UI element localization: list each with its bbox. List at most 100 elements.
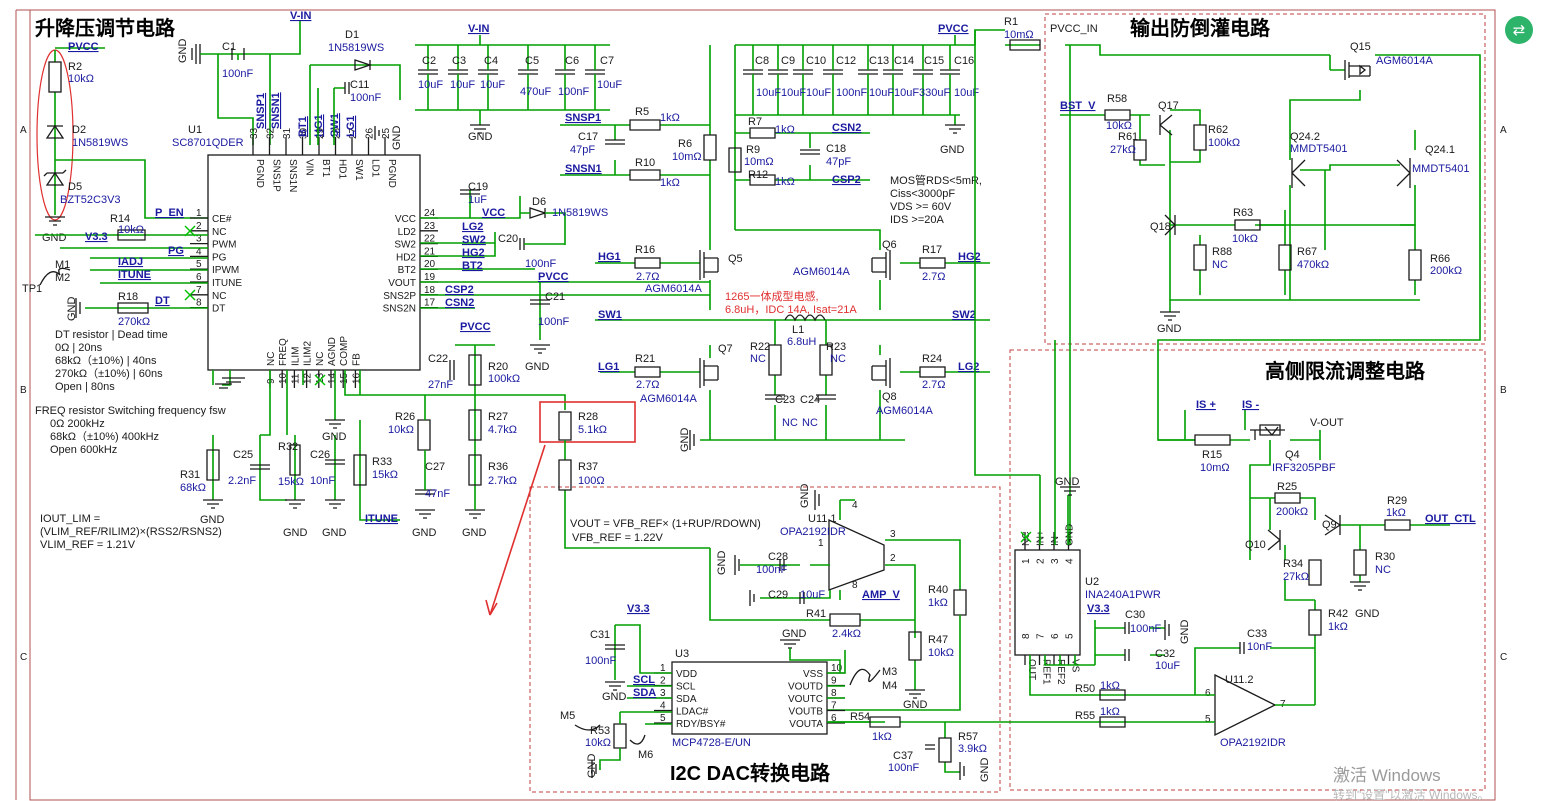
translate-icon[interactable]: ⇄ xyxy=(1505,16,1533,44)
pin-name: SDA xyxy=(676,694,697,705)
r62-ref: R62 xyxy=(1208,124,1228,136)
c7-val: 10uF xyxy=(597,79,622,91)
svg-text:Ciss<3000pF: Ciss<3000pF xyxy=(890,188,955,200)
row-label-a: A xyxy=(20,125,27,136)
svg-text:VOUT = VFB_REF× (1+RUP/RDOWN): VOUT = VFB_REF× (1+RUP/RDOWN) xyxy=(570,518,761,530)
c14-val: 10uF xyxy=(894,87,919,99)
gnd-c26: GND xyxy=(322,527,347,539)
d2-val: 1N5819WS xyxy=(72,137,128,149)
net-v33-u2: V3.3 xyxy=(1087,603,1110,615)
row-label-a-right: A xyxy=(1500,125,1507,136)
pin-number: 4 xyxy=(196,246,202,257)
r57-ref: R57 xyxy=(958,731,978,743)
u3-part: MCP4728-E/UN xyxy=(672,737,751,749)
pin-name: NC xyxy=(266,352,277,366)
r66-val: 200kΩ xyxy=(1430,265,1462,277)
gnd-agnd: GND xyxy=(322,431,347,443)
pin-name: PWM xyxy=(212,240,236,251)
u3-chip xyxy=(671,661,828,735)
r50-val: 1kΩ xyxy=(1100,680,1120,692)
c1-val: 100nF xyxy=(222,68,253,80)
c26-ref: C26 xyxy=(310,449,330,461)
c16-val: 10uF xyxy=(954,87,979,99)
q5-val: AGM6014A xyxy=(645,283,703,295)
net-pg: PG xyxy=(168,245,184,257)
r31-val: 68kΩ xyxy=(180,482,206,494)
pin-number: 1 xyxy=(660,663,666,674)
pin-number: 19 xyxy=(424,272,436,283)
net-vout: V-OUT xyxy=(1310,417,1344,429)
svg-text:270kΩ（±10%) | 60ns: 270kΩ（±10%) | 60ns xyxy=(55,367,163,380)
c7-ref: C7 xyxy=(600,55,614,67)
pin-name: LDAC# xyxy=(676,707,709,718)
gnd-c30: GND xyxy=(1179,620,1191,645)
pin-number: 25 xyxy=(381,127,392,139)
r21-ref: R21 xyxy=(635,353,655,365)
c4-val: 10uF xyxy=(480,79,505,91)
r34-ref: R34 xyxy=(1283,558,1303,570)
c10-val: 10uF xyxy=(806,87,831,99)
c21-val: 100nF xyxy=(538,316,569,328)
c6-val: 100nF xyxy=(558,86,589,98)
r58-ref: R58 xyxy=(1107,93,1127,105)
net-vin-caps: V-IN xyxy=(468,23,489,35)
net-bt2-u1: BT2 xyxy=(462,260,483,272)
net-lg2-u1: LG2 xyxy=(462,221,483,233)
c5-ref: C5 xyxy=(525,55,539,67)
pin-name: BT1 xyxy=(320,159,331,178)
r21-val: 2.7Ω xyxy=(636,379,660,391)
d1-ref: D1 xyxy=(345,29,359,41)
pin-number: 17 xyxy=(424,298,436,309)
pin-name: COMP xyxy=(339,336,350,366)
c21-ref: C21 xyxy=(545,291,565,303)
pin-name: DT xyxy=(212,304,225,315)
r2-ref: R2 xyxy=(68,61,82,73)
pin-name: ILIM xyxy=(290,347,301,366)
c12-ref: C12 xyxy=(836,55,856,67)
m5-label: M5 xyxy=(560,710,575,722)
r17-val: 2.7Ω xyxy=(922,271,946,283)
net-p-en: P_EN xyxy=(155,207,184,219)
pin-name: PGND xyxy=(386,159,397,188)
dt-table: DT resistor | Dead time 0Ω | 20ns 68kΩ（±… xyxy=(55,329,168,393)
pin-number: 23 xyxy=(424,221,436,232)
pin-number: 13 xyxy=(315,372,326,384)
r1-ref: R1 xyxy=(1004,16,1018,28)
net-hg1: HG1 xyxy=(598,251,621,263)
c2-val: 10uF xyxy=(418,79,443,91)
c29-val: 10uF xyxy=(800,589,825,601)
pin-name: VSS xyxy=(803,669,823,680)
svg-text:2: 2 xyxy=(890,553,896,564)
pin-name: HD1 xyxy=(337,159,348,179)
pin-name: REF1 xyxy=(1041,659,1052,685)
r2-val: 10kΩ xyxy=(68,73,94,85)
d6-ref: D6 xyxy=(532,196,546,208)
r29-ref: R29 xyxy=(1387,495,1407,507)
c2-ref: C2 xyxy=(422,55,436,67)
u11-1-ref: U11.1 xyxy=(808,513,837,525)
r40-val: 1kΩ xyxy=(928,597,948,609)
net-pvcc-left: PVCC xyxy=(68,41,99,53)
r54-val: 1kΩ xyxy=(872,731,892,743)
c26-val: 10nF xyxy=(310,475,335,487)
pin-number: 1 xyxy=(196,208,202,219)
net-v33-dac: V3.3 xyxy=(627,603,650,615)
pin-number: 16 xyxy=(351,372,362,384)
svg-text:68kΩ（±10%) | 40ns: 68kΩ（±10%) | 40ns xyxy=(55,354,157,367)
r62-val: 100kΩ xyxy=(1208,137,1240,149)
pin-number: 10 xyxy=(278,372,289,384)
r23-ref: R23 xyxy=(826,341,846,353)
section-limit-box xyxy=(1009,349,1486,791)
net-sw2-u1: SW2 xyxy=(462,234,486,246)
q9-ref: Q9 xyxy=(1322,519,1337,531)
c15-ref: C15 xyxy=(924,55,944,67)
row-label-c: C xyxy=(20,652,27,663)
gnd-u11: GND xyxy=(799,484,811,509)
net-lg2: LG2 xyxy=(958,361,979,373)
pin-name: VOUT xyxy=(388,278,416,289)
c29-ref: C29 xyxy=(768,589,788,601)
r42-val: 1kΩ xyxy=(1328,621,1348,633)
pin-number: 4 xyxy=(1065,558,1076,564)
pin-name: VOUTC xyxy=(788,694,823,705)
d2-ref: D2 xyxy=(72,124,86,136)
